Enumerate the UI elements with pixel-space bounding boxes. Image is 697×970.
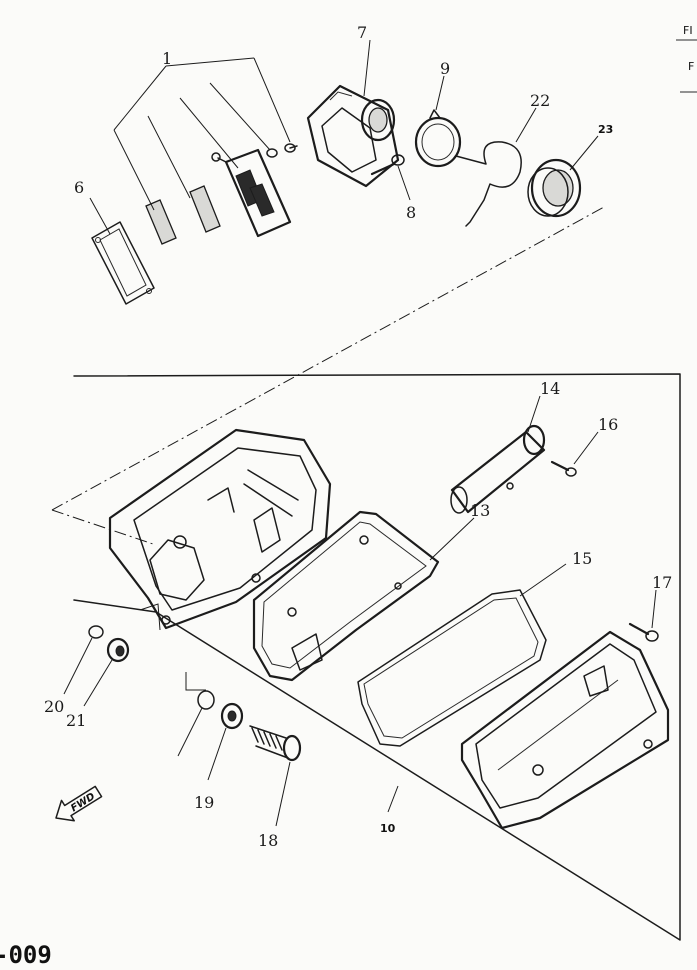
callout-labels: 1 6 7 8 9 22 23 14 16 13 15 17 20 21 19 … [44, 23, 672, 850]
callout-16: 16 [598, 415, 618, 434]
callout-1: 1 [162, 49, 172, 68]
gasket-plate [91, 221, 155, 305]
intake-duct [450, 424, 546, 514]
leader-lines [63, 39, 657, 827]
callout-7: 7 [357, 23, 367, 42]
alignment-lines [51, 206, 605, 546]
bracket-mark-2 [185, 672, 206, 691]
leader-group-1 [113, 57, 291, 211]
reed-petal-2 [189, 185, 221, 233]
callout-21: 21 [66, 711, 86, 730]
side-fragment-2: F [688, 60, 694, 73]
side-fragment-1: FI [683, 24, 693, 37]
callout-6: 6 [74, 178, 84, 197]
drain-fittings [88, 625, 130, 663]
callout-8: 8 [406, 203, 416, 222]
air-box-case [108, 428, 332, 630]
callout-20: 20 [44, 697, 64, 716]
hose-clamp [414, 109, 462, 168]
callout-14: 14 [540, 379, 560, 398]
air-box-cover [460, 630, 670, 830]
filter-plate [252, 510, 440, 682]
side-fragment-group: FI F [676, 24, 697, 93]
rubber-joint [527, 158, 582, 218]
washer-sleeve [197, 690, 215, 710]
callout-19: 19 [194, 793, 214, 812]
assembly-enclosure [73, 373, 681, 941]
coil-spring-18 [249, 725, 302, 762]
washer-19 [220, 702, 244, 730]
screw-16 [550, 460, 577, 477]
bracket-mark-1 [139, 603, 161, 631]
callout-22: 22 [530, 91, 550, 110]
spring-clip [455, 141, 522, 227]
screw-17 [628, 622, 659, 642]
callout-18: 18 [258, 831, 278, 850]
callout-15: 15 [572, 549, 592, 568]
callout-17: 17 [652, 573, 672, 592]
screw-pair [266, 143, 298, 158]
seal-ring [357, 589, 547, 747]
reed-valve-block [211, 148, 292, 238]
callout-10: 10 [380, 822, 396, 835]
fwd-arrow: FWD [55, 785, 103, 822]
bolt-8 [370, 154, 405, 176]
reed-petal-1 [145, 199, 177, 245]
callout-23: 23 [598, 123, 613, 136]
callout-9: 9 [440, 59, 450, 78]
intake-manifold [306, 84, 400, 188]
page-number: -009 [0, 941, 52, 969]
callout-13: 13 [470, 501, 490, 520]
